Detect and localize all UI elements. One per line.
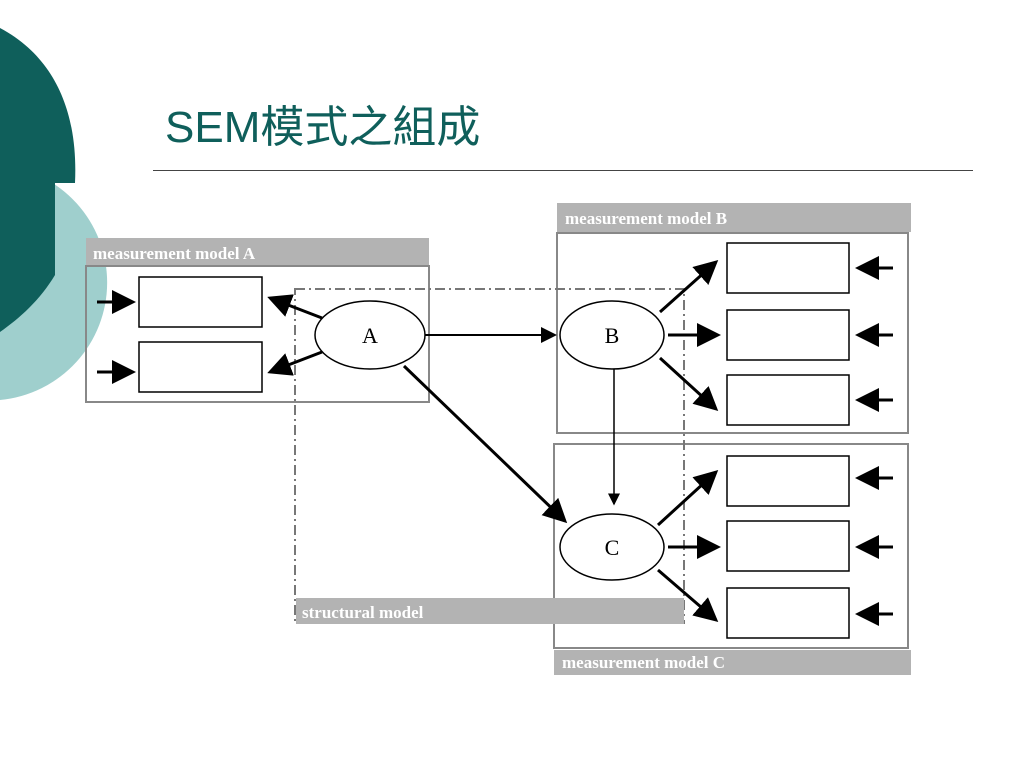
slide-title: SEM模式之組成 (165, 103, 481, 152)
measurement-a-label-band (86, 238, 429, 266)
indicator-c2-box (726, 520, 850, 572)
latent-b-label: B (605, 323, 620, 348)
measurement-c-label-band (554, 650, 911, 675)
measurement-model-c: measurement model C (553, 443, 911, 675)
path-a-to-c (402, 364, 568, 524)
loading-arrow-b1 (659, 260, 719, 314)
loading-arrow-a2 (267, 350, 323, 376)
latent-c-ellipse (559, 513, 665, 581)
latent-b: B (559, 300, 665, 370)
indicator-a2-box (138, 341, 263, 393)
loading-arrow-c3 (657, 568, 719, 622)
latent-a: A (314, 300, 426, 370)
indicator-b2-box (726, 309, 850, 361)
measurement-model-b: measurement model B (556, 203, 911, 434)
measurement-b-frame (556, 232, 909, 434)
indicator-a1-box (138, 276, 263, 328)
measurement-c-frame (553, 443, 909, 649)
decor-dark-shape (0, 28, 76, 332)
latent-a-label: A (362, 323, 378, 348)
measurement-b-label: measurement model B (565, 209, 727, 228)
indicator-b3-box (726, 374, 850, 426)
indicator-c1-box (726, 455, 850, 507)
title-divider (153, 170, 973, 171)
latent-c: C (559, 513, 665, 581)
measurement-b-label-band (557, 203, 911, 232)
loading-arrow-b3 (658, 356, 719, 412)
loading-arrow-c1 (656, 469, 719, 527)
latent-b-ellipse (559, 300, 665, 370)
indicator-b1-box (726, 242, 850, 294)
loading-arrow-a1 (267, 294, 323, 320)
measurement-c-label: measurement model C (562, 653, 725, 672)
measurement-a-label: measurement model A (93, 244, 256, 263)
latent-c-label: C (605, 535, 620, 560)
structural-model: structural model (294, 288, 685, 624)
indicator-c3-box (726, 587, 850, 639)
structural-frame (294, 288, 685, 624)
structural-label-band (296, 598, 684, 624)
measurement-model-a: measurement model A (85, 238, 430, 403)
structural-label: structural model (302, 603, 424, 622)
latent-a-ellipse (314, 300, 426, 370)
